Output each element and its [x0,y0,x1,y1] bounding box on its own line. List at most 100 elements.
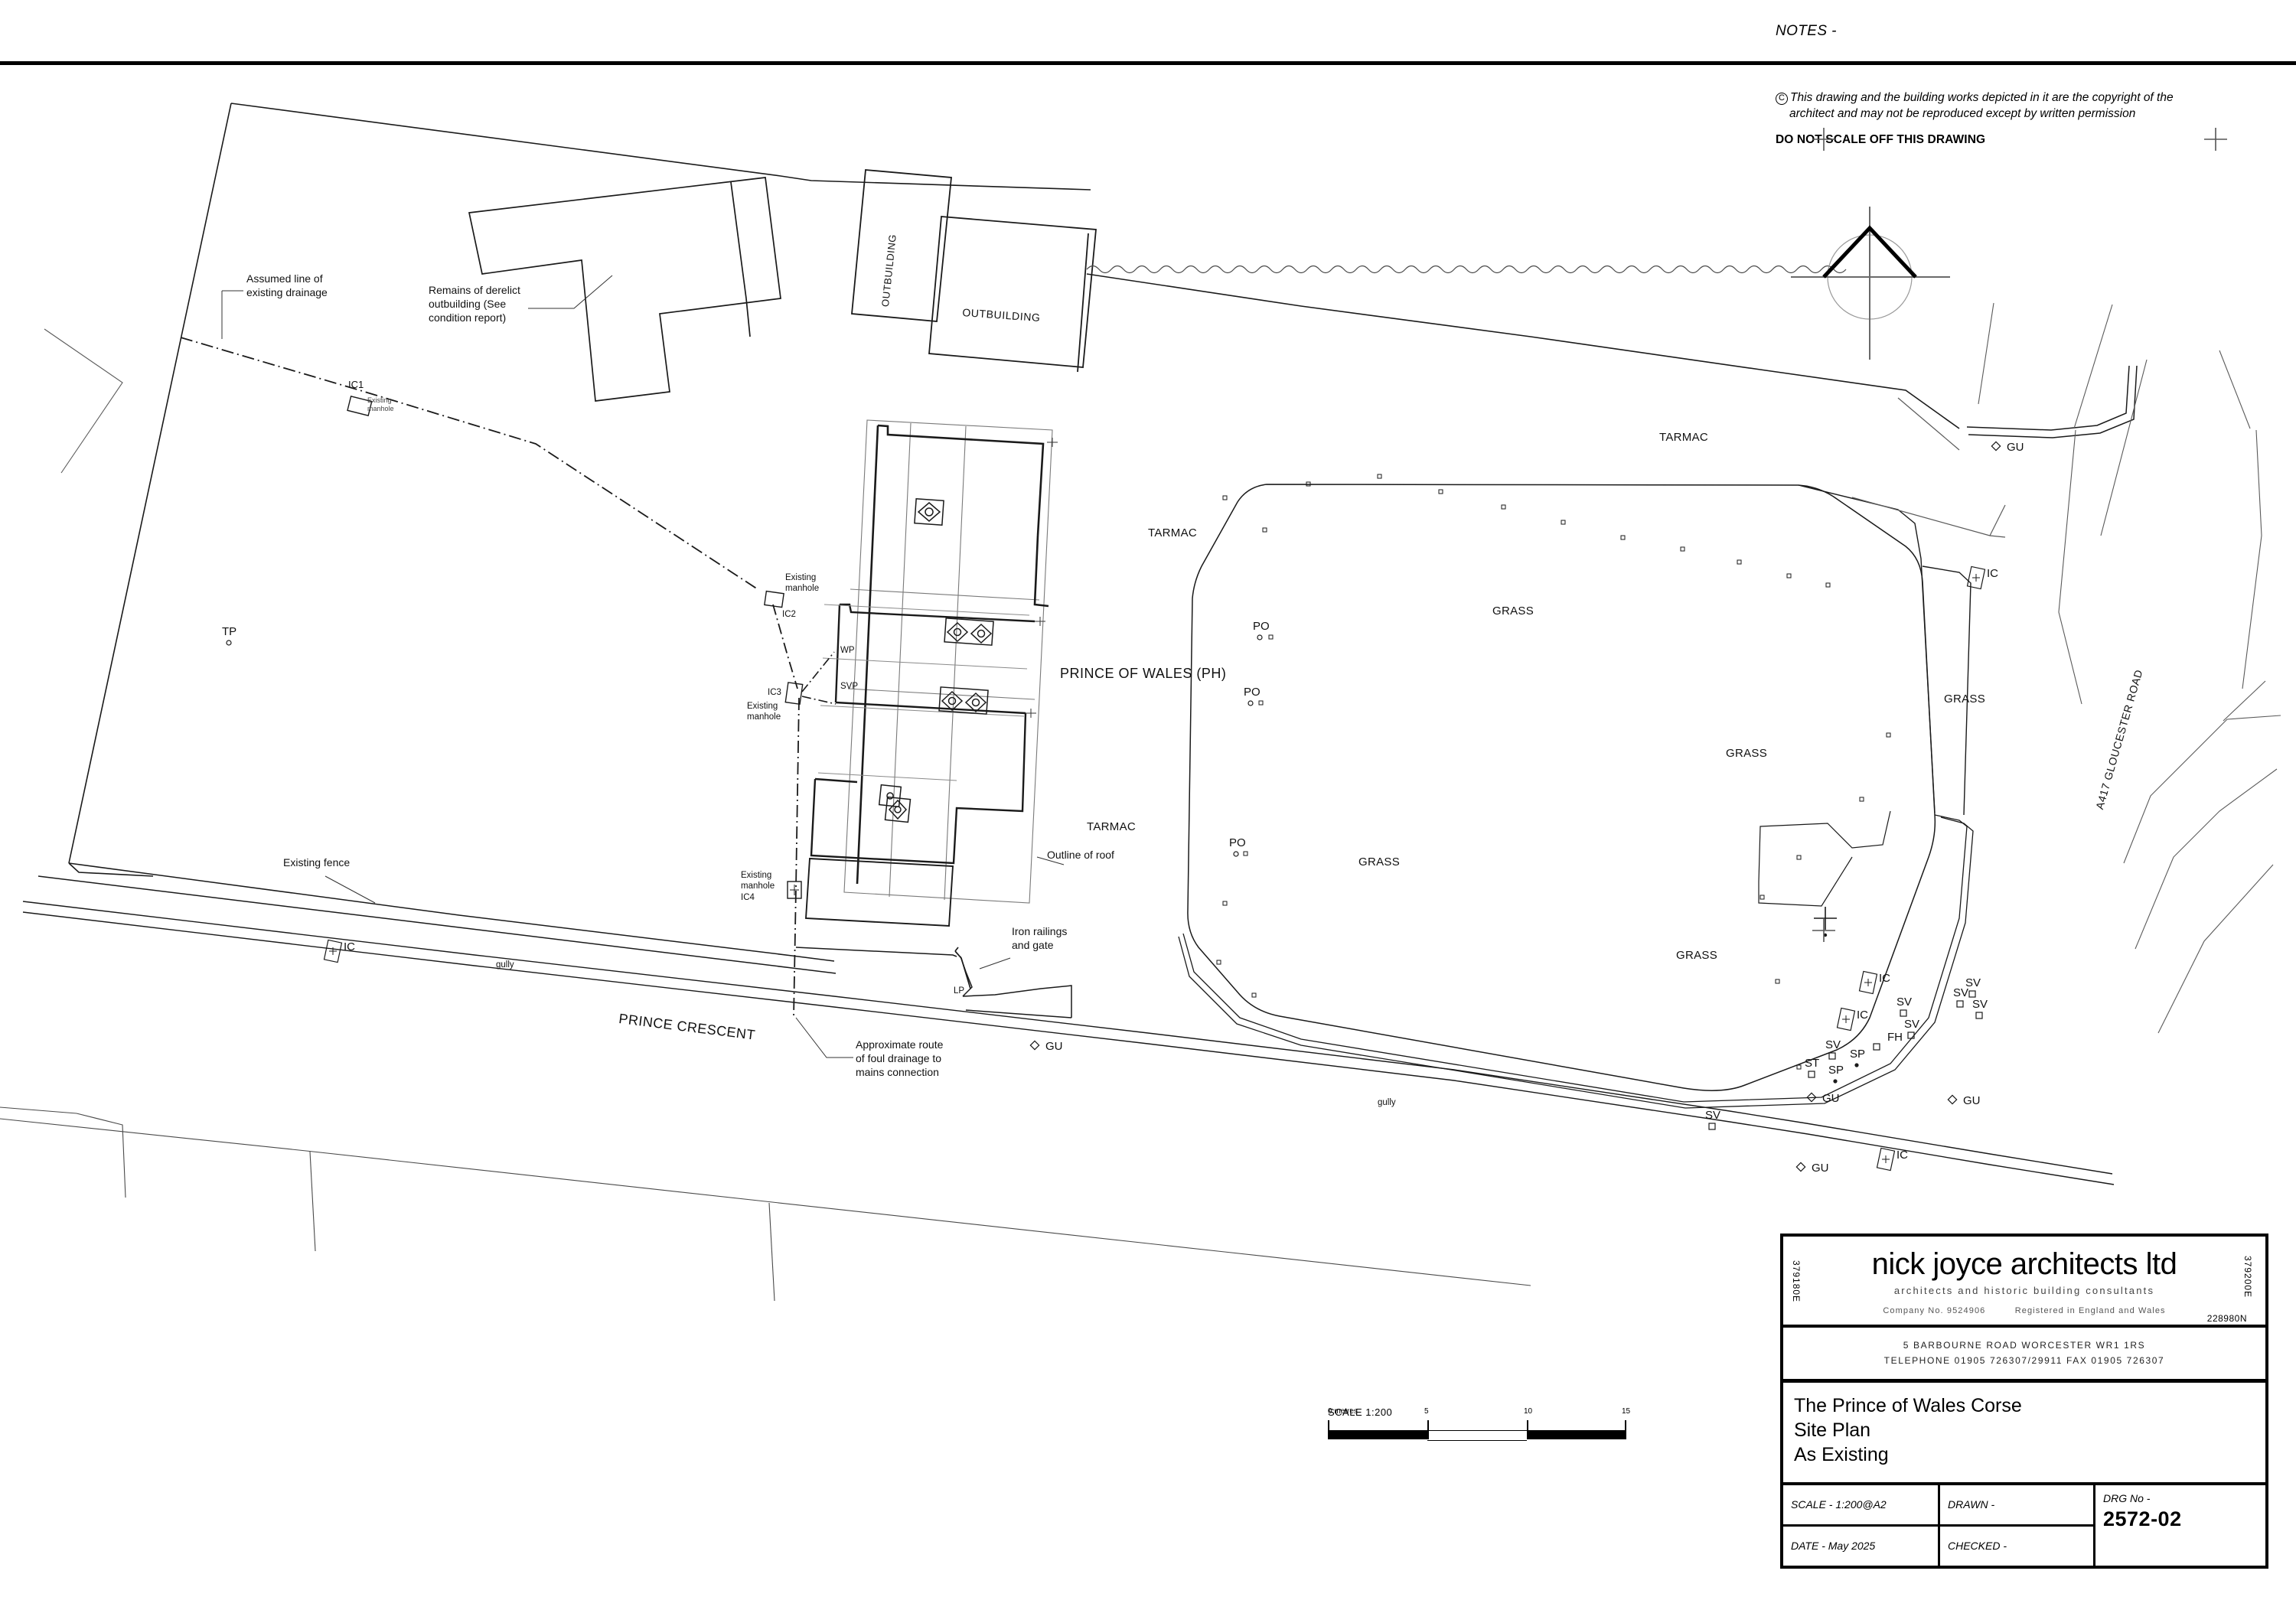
survey-marker-po: PO [1253,620,1270,640]
survey-marker-label: GU [1045,1040,1063,1053]
leader-lines [221,275,1065,1058]
manhole-ic1-label: IC1 [348,379,364,390]
grass-label-4: GRASS [1358,855,1401,869]
drainage-svp-branch [801,696,837,705]
tarmac-label-2: TARMAC [1087,820,1137,833]
survey-marker-label: SV [1965,976,1981,989]
survey-marker-label: IC [1879,972,1890,985]
gloucester-road-verge [1978,302,2262,705]
practice-address-block: 5 BARBOURNE ROAD WORCESTER WR1 1RS TELEP… [1783,1328,2265,1383]
survey-marker-sp: SP [1828,1064,1844,1084]
manhole-ic3-symbol [784,682,804,706]
lamp-post-label: LP [954,986,965,996]
survey-marker-label: ST [1805,1057,1819,1070]
reg-mark-top-left [1812,128,1835,151]
manhole-ic2-symbol [764,590,784,608]
survey-marker-label: IC [1896,1149,1908,1162]
survey-marker-sv: SV [1825,1038,1841,1060]
chimney-stack-north [914,497,944,526]
scale-tick-5 [1427,1420,1429,1439]
survey-station-crosshair [1814,907,1837,937]
car-park-outer-kerb [1178,814,1974,1109]
survey-marker-ic: IC [1836,1007,1868,1031]
north-arrow-pointer [1822,225,1917,279]
survey-marker-ic: IC [1966,565,1998,590]
copyright-icon: C [1776,93,1788,105]
drawn-by-value: DRAWN - [1940,1485,2093,1527]
notes-heading: NOTES - [1776,23,1837,39]
date-value: DATE - May 2025 [1791,1540,1876,1553]
survey-marker-label: PO [1253,620,1270,633]
chimney-stack-mid-south [938,686,989,715]
pipe-svp-label: SVP [840,682,859,691]
outbuilding-1-outline [851,169,952,322]
scale-bar-graphic: 0 metres 5 10 15 [1328,1407,1630,1441]
survey-marker-label: GU [2007,441,2024,454]
survey-marker-label: PO [1229,836,1246,849]
survey-marker-sv: SV [1972,998,1988,1019]
scale-tick-10 [1527,1420,1528,1439]
survey-dot-markers [1216,474,1891,1070]
survey-marker-label: SV [1953,986,1968,999]
grass-label-3: GRASS [1726,747,1768,760]
field-boundary-northwest [44,328,123,474]
prince-of-wales-roof-outline [843,419,1053,904]
survey-marker-sp: SP [1850,1048,1865,1067]
survey-marker-label: GU [1822,1092,1840,1105]
dimension-ticks [1026,438,1058,718]
scale-value: SCALE - 1:200@A2 [1783,1485,1938,1527]
scale-tick-15 [1625,1420,1626,1439]
survey-marker-label: IC [1857,1009,1868,1022]
prince-of-wales-internal [817,604,1030,781]
drawing-title: Site Plan [1794,1419,1871,1441]
manhole-ic2-label: IC2 [782,610,796,619]
survey-marker-sv: SV [1965,976,1981,998]
tarmac-label-1: TARMAC [1148,526,1198,539]
manhole-ic2-description: Existing manhole [785,573,820,594]
scale-label-15: 15 [1622,1407,1631,1416]
survey-marker-gu: GU [1029,1040,1063,1053]
survey-marker-label: GU [1963,1094,1981,1107]
survey-marker-ic: IC [1858,970,1890,995]
building-name-label: PRINCE OF WALES (PH) [1060,666,1227,681]
manhole-ic1-description: Existing manhole [367,396,394,413]
scale-label-0: 0 metres [1328,1407,1358,1416]
survey-marker-label: SV [1705,1109,1720,1122]
grid-ref-east: 379200E [2242,1256,2253,1299]
scale-bar-title: SCALE 1:200 [1328,1406,1393,1418]
survey-marker-st: ST [1805,1057,1819,1078]
metadata-column-drawing-number: DRG No - 2572-02 [2095,1485,2265,1566]
manhole-ic1-symbol [347,396,373,416]
scale-seg-0-5 [1328,1430,1427,1439]
iron-railings-gate [954,947,971,989]
metadata-column-drawn-checked: DRAWN - CHECKED - [1940,1484,2095,1566]
registered-in: Registered in England and Wales [2014,1306,2166,1315]
reg-mark-top-right [2204,128,2227,151]
scale-label-5: 5 [1424,1407,1429,1416]
survey-marker-label: SV [1904,1018,1919,1031]
header-rule [0,61,2296,65]
survey-marker-po: PO [1244,686,1261,706]
outbuilding-2-outline [928,216,1097,373]
scale-label-10: 10 [1524,1407,1533,1416]
chimney-stack-south [878,784,912,823]
survey-marker-label: FH [1887,1031,1903,1044]
scale-seg-10-15 [1527,1430,1626,1439]
drainage-wp-branch [801,651,835,693]
annotation-foul-drainage: Approximate route of foul drainage to ma… [856,1038,944,1079]
survey-marker-label: IC [1987,567,1998,580]
copyright-text-1: This drawing and the building works depi… [1790,91,2174,104]
survey-marker-label: SP [1828,1064,1844,1077]
survey-marker-label: GU [1812,1162,1829,1175]
drg-no-label: DRG No - [2103,1491,2151,1504]
survey-marker-sv: SV [1896,996,1912,1017]
grass-label-1: GRASS [1492,605,1534,618]
survey-marker-gu: GU [1947,1094,1981,1107]
survey-marker-fh: FH [1873,1031,1903,1051]
manhole-ic3-description: Existing manhole [747,702,781,722]
survey-marker-label: SV [1896,996,1912,1009]
survey-marker-label: IC [344,940,355,953]
gully-label-1: gully [496,960,514,970]
